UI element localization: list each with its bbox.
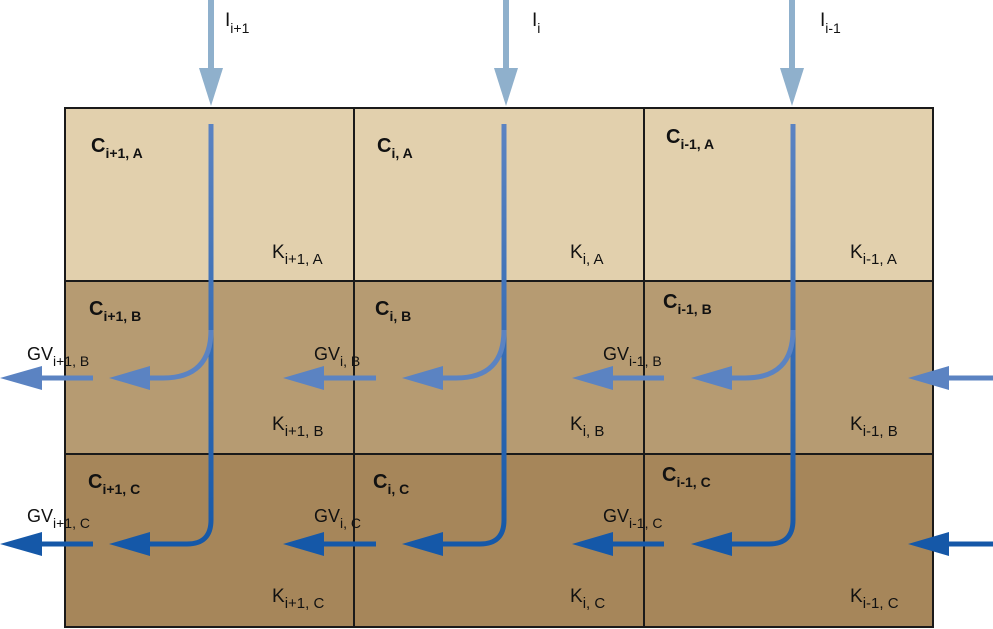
gv-label-c-1: GVi+1, C — [27, 506, 90, 531]
lateral-arrow-b-inflow-right — [908, 366, 993, 390]
k-label-col2-c: Ki, C — [570, 586, 605, 612]
c-label-col2-c: Ci, C — [373, 471, 409, 497]
infiltration-arrow-1 — [199, 0, 223, 106]
gv-label-c-3: GVi-1, C — [603, 506, 662, 531]
grid — [64, 107, 934, 628]
infiltration-label-2: Ii — [532, 10, 540, 36]
bend-arrowhead-2-c — [402, 532, 443, 556]
layer-a-background — [65, 108, 933, 281]
infiltration-label-3: Ii-1 — [820, 10, 841, 36]
c-label-col1-c: Ci+1, C — [88, 471, 140, 497]
vertical-flow-path-3-branch-b — [727, 329, 796, 381]
gv-label-b-2: GVi, B — [314, 344, 360, 369]
infiltration-arrows — [199, 0, 804, 106]
gv-label-b-1: GVi+1, B — [27, 344, 89, 369]
c-label-col2-a: Ci, A — [377, 135, 413, 161]
c-label-col3-c: Ci-1, C — [662, 464, 711, 490]
c-label-col1-b: Ci+1, B — [89, 298, 141, 324]
k-label-col3-c: Ki-1, C — [850, 586, 899, 612]
infiltration-arrow-3 — [780, 0, 804, 106]
vertical-flow-paths — [145, 124, 796, 547]
bend-arrowheads — [109, 366, 732, 556]
k-label-col1-c: Ki+1, C — [272, 586, 324, 612]
lateral-arrow-b-outflow-left — [0, 366, 93, 390]
lateral-arrows-c — [0, 532, 993, 556]
grid-border — [64, 107, 934, 628]
c-label-col3-b: Ci-1, B — [663, 291, 712, 317]
bend-arrowhead-3-c — [691, 532, 732, 556]
lateral-arrow-c-outflow-left — [0, 532, 93, 556]
vertical-flow-path-3 — [727, 124, 796, 547]
bend-arrowhead-1-b — [109, 366, 150, 390]
infiltration-label-1: Ii+1 — [225, 10, 250, 36]
lateral-arrow-c-2 — [572, 532, 664, 556]
gv-label-b-3: GVi-1, B — [603, 344, 662, 369]
bend-arrowhead-2-b — [402, 366, 443, 390]
k-label-col3-a: Ki-1, A — [850, 242, 897, 268]
c-label-col1-a: Ci+1, A — [91, 135, 143, 161]
vertical-flow-path-2 — [438, 124, 507, 547]
k-label-col2-b: Ki, B — [570, 414, 604, 440]
k-label-col1-a: Ki+1, A — [272, 242, 323, 268]
lateral-arrow-c-inflow-right — [908, 532, 993, 556]
k-label-col2-a: Ki, A — [570, 242, 604, 268]
lateral-arrows-b — [0, 366, 993, 390]
c-label-col2-b: Ci, B — [375, 298, 411, 324]
gv-label-c-2: GVi, C — [314, 506, 361, 531]
k-label-col3-b: Ki-1, B — [850, 414, 898, 440]
c-label-col3-a: Ci-1, A — [666, 126, 714, 152]
infiltration-arrow-2 — [494, 0, 518, 106]
bend-arrowhead-3-b — [691, 366, 732, 390]
vertical-flow-path-1 — [145, 124, 214, 547]
lateral-arrow-b-2 — [572, 366, 664, 390]
vertical-flow-path-1-branch-b — [145, 329, 214, 381]
bend-arrowhead-1-c — [109, 532, 150, 556]
lateral-arrow-c-1 — [283, 532, 376, 556]
vertical-flow-path-2-branch-b — [438, 329, 507, 381]
lateral-arrow-b-1 — [283, 366, 376, 390]
k-label-col1-b: Ki+1, B — [272, 414, 323, 440]
